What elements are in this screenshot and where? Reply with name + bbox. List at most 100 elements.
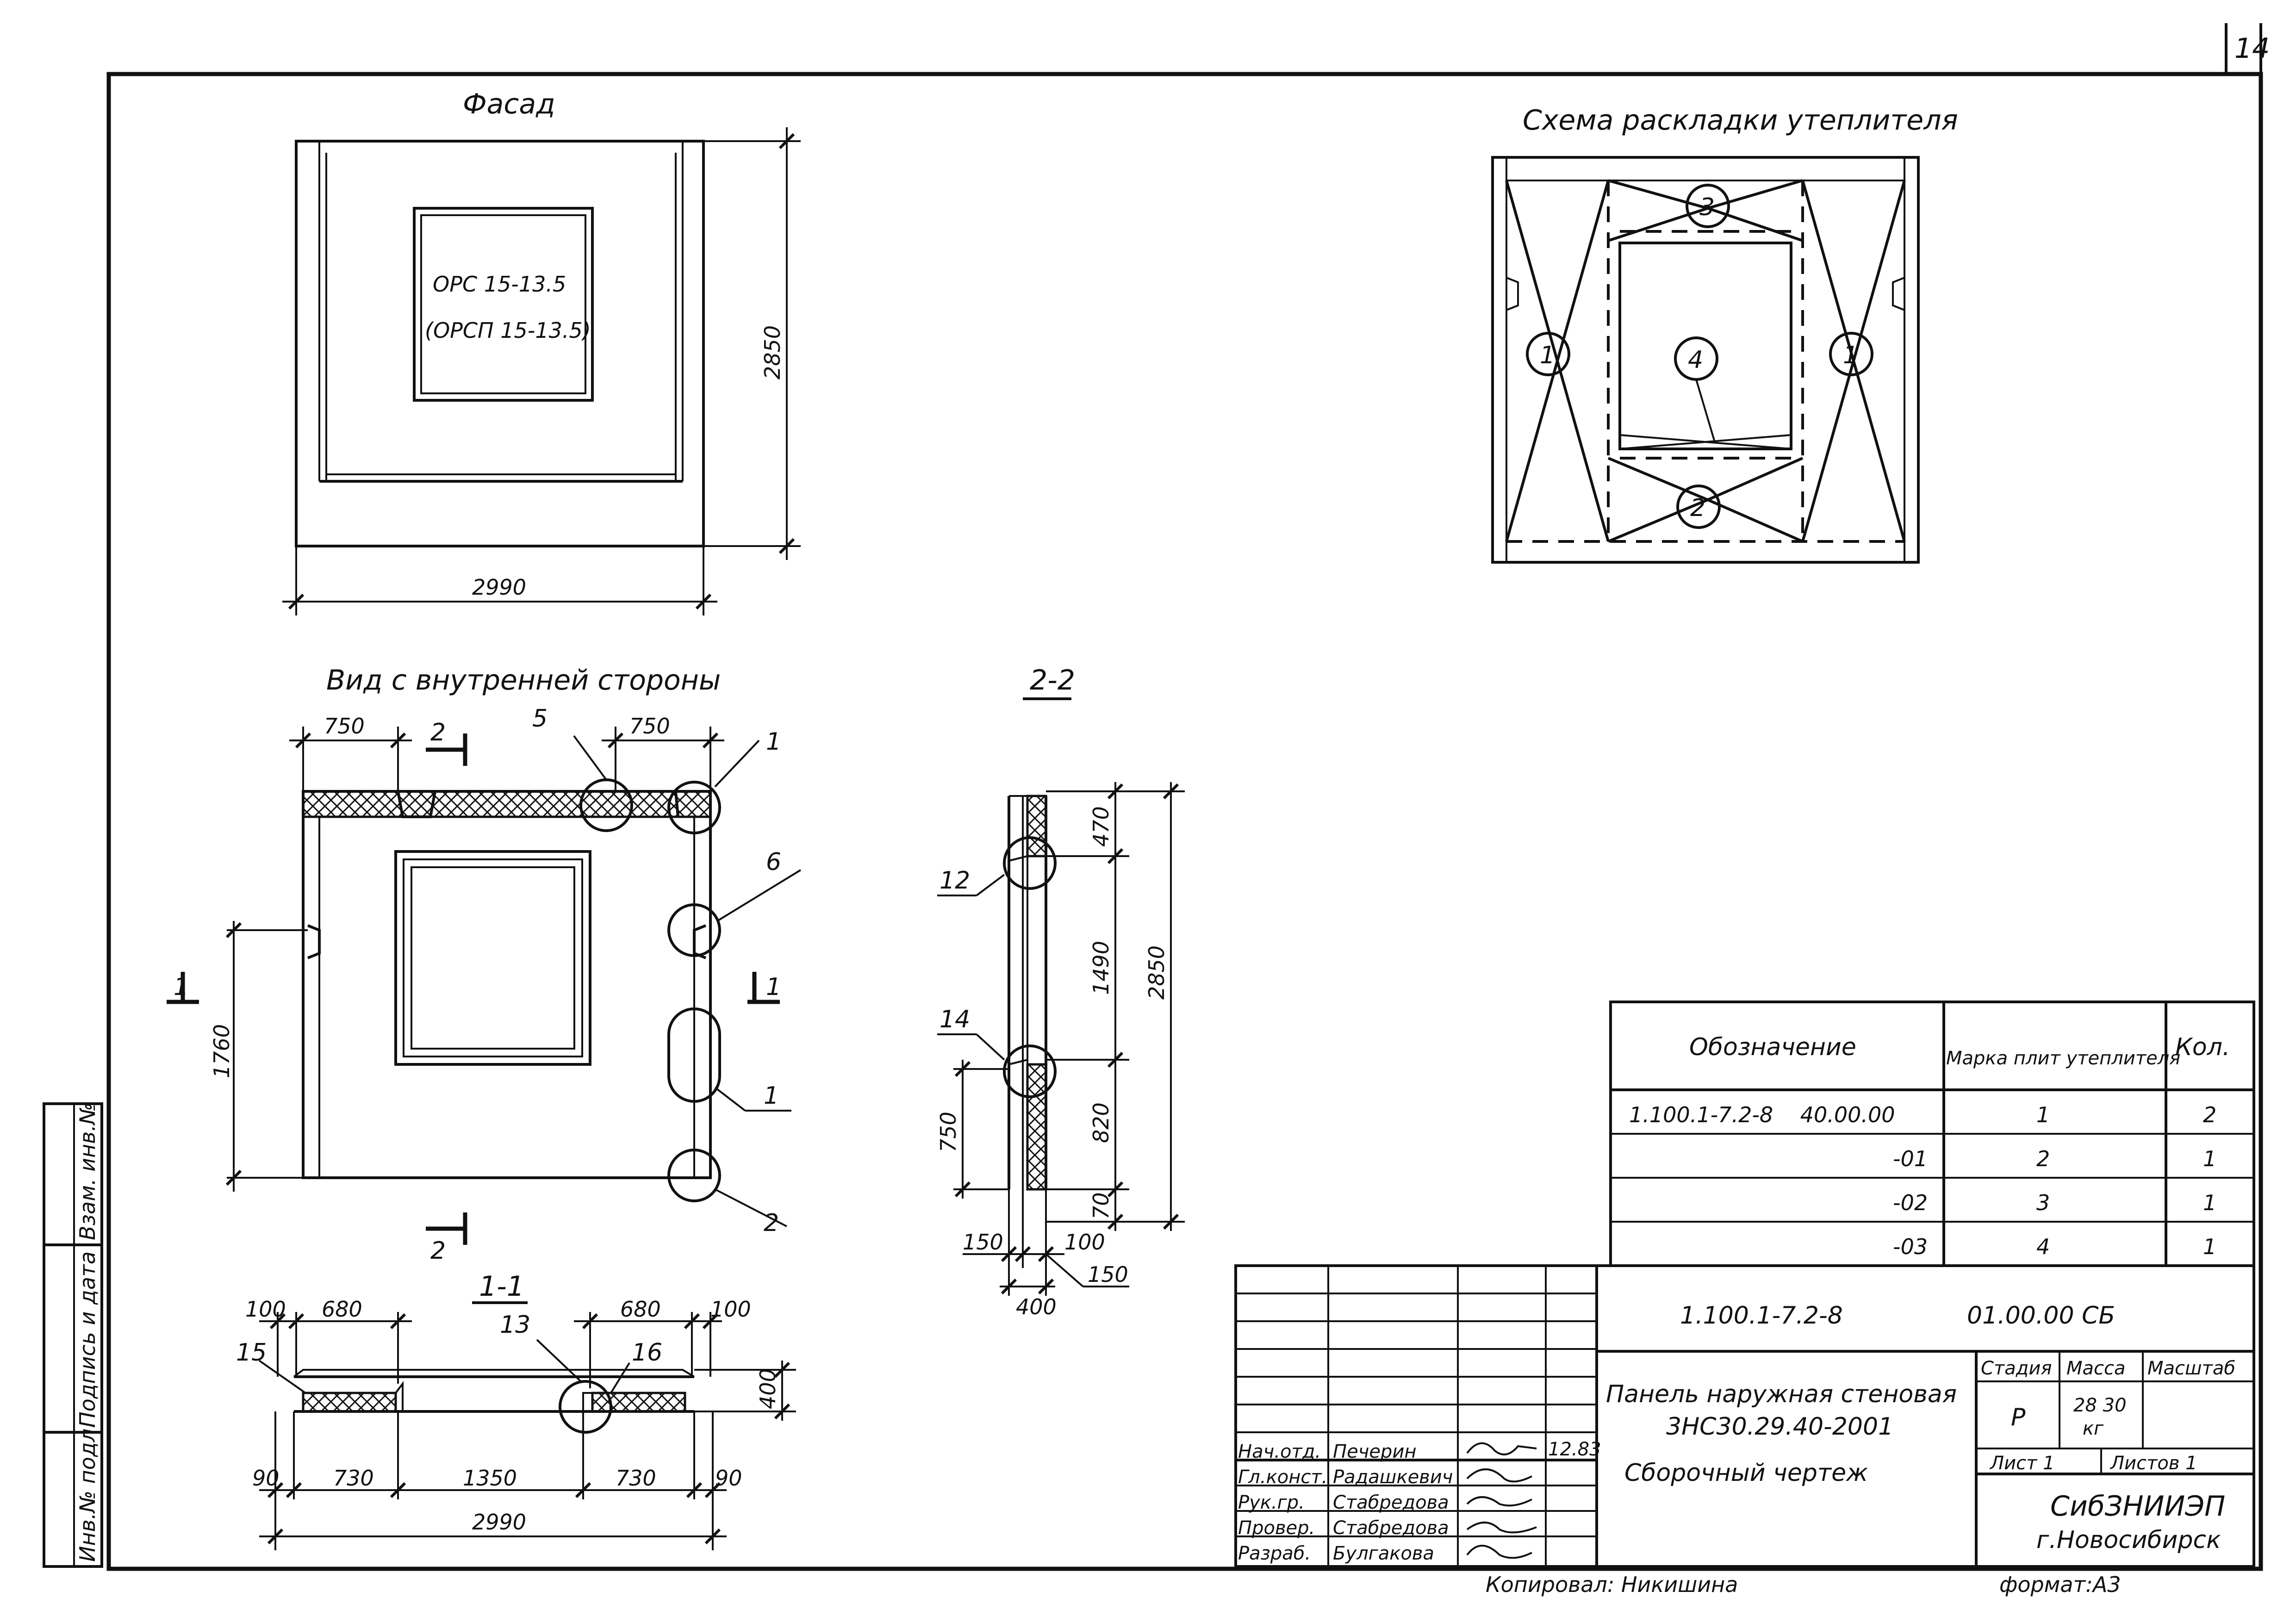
- title-role-row: Нач.отд. Печерин: [1238, 1441, 1416, 1462]
- signatures: [1466, 1442, 1537, 1559]
- sheet-format: формат:А3: [1999, 1572, 2121, 1597]
- title-stage-label: Стадия: [1981, 1358, 2052, 1379]
- section-2-2-dim-150-right: 150: [1088, 1262, 1128, 1287]
- section-1-1: 1-1 15 13 16 100 680 680 100: [236, 1270, 796, 1550]
- section-1-1-bottom-dim-90-right: 90: [715, 1466, 742, 1491]
- inside-callout-2: 2: [764, 1209, 779, 1237]
- copied-by: Копировал: Никишина: [1486, 1572, 1738, 1597]
- title-name-1: Панель наружная стеновая: [1606, 1380, 1957, 1408]
- title-role: Рук.гр.: [1238, 1492, 1305, 1513]
- facade-title: Фасад: [463, 88, 555, 120]
- title-name-3: Сборочный чертеж: [1624, 1459, 1868, 1487]
- inside-callout-circle-6: [667, 903, 721, 957]
- title-date: 12.83: [1548, 1439, 1601, 1460]
- inside-view-title: Вид с внутренней стороны: [326, 664, 721, 696]
- inside-callout-1a: 1: [766, 728, 781, 756]
- inside-callout-1b: 1: [764, 1082, 779, 1110]
- spec-header-mark: Марка плит утеплителя: [1946, 1048, 2180, 1069]
- sheet-number: 14: [2234, 32, 2270, 65]
- title-doc: 01.00.00 СБ: [1967, 1302, 2115, 1330]
- title-org-1: СибЗНИИЭП: [2050, 1490, 2225, 1523]
- inside-dim-left-top: 750: [324, 714, 365, 739]
- section-mark-2-bottom: 2: [430, 1237, 446, 1265]
- section-1-1-top-dim-680-right: 680: [620, 1297, 661, 1322]
- insulation-number-1-right: 1: [1843, 342, 1858, 369]
- section-1-1-bottom-dim-730-right: 730: [616, 1466, 656, 1491]
- title-role-row: Провер. Стабредова: [1238, 1517, 1449, 1539]
- inside-view: Вид с внутренней стороны 5 1 6 1 2: [167, 664, 802, 1265]
- title-role-row: Разраб. Булгакова: [1238, 1543, 1434, 1564]
- title-role-name: Булгакова: [1333, 1543, 1434, 1564]
- section-1-1-top-dim-100-left: 100: [245, 1297, 286, 1322]
- title-role-name: Стабредова: [1333, 1492, 1449, 1513]
- title-role: Нач.отд.: [1238, 1441, 1321, 1462]
- side-stamp: Инв.№ подл. Подпись и дата Взам. инв.№: [43, 1102, 103, 1568]
- section-2-2-callout-12: 12: [940, 867, 970, 895]
- title-org-2: г.Новосибирск: [2036, 1526, 2221, 1554]
- insulation-number-3: 3: [1699, 193, 1715, 221]
- section-2-2: 2-2 12 14 470 1490 2850 82: [936, 664, 1185, 1319]
- section-mark-1-left: 1: [174, 973, 189, 1001]
- section-1-1-callout-15: 15: [236, 1339, 267, 1367]
- spec-row-mark: 4: [2036, 1234, 2050, 1259]
- section-1-1-bottom-dim-730-left: 730: [333, 1466, 374, 1491]
- title-scale-label: Масштаб: [2147, 1358, 2235, 1379]
- title-role-row: Гл.конст. Радашкевич: [1238, 1467, 1453, 1488]
- insulation-circle-3: [1686, 184, 1730, 228]
- inside-callout-oval-1: [667, 1007, 721, 1103]
- side-stamp-replace: Взам. инв.№: [75, 1102, 100, 1240]
- section-1-1-top-dim-680-left: 680: [322, 1297, 362, 1322]
- facade-window-label-1: ОРС 15-13.5: [433, 272, 566, 297]
- title-code: 1.100.1-7.2-8: [1680, 1302, 1843, 1330]
- spec-row-mark: 1: [2036, 1102, 2050, 1127]
- title-mass-2: кг: [2083, 1418, 2104, 1439]
- spec-row: -01 2 1: [1893, 1146, 2216, 1171]
- facade-width-dim: 2990: [472, 575, 526, 600]
- inside-callout-circle-1: [667, 781, 721, 834]
- section-1-1-callout-circle-13: [559, 1380, 612, 1434]
- section-2-2-dim-100: 100: [1064, 1230, 1105, 1255]
- section-2-2-dim-470: 470: [1089, 806, 1114, 847]
- spec-row-designation: -03: [1893, 1234, 1928, 1259]
- section-2-2-dim-150-left: 150: [963, 1230, 1003, 1255]
- section-2-2-dim-750: 750: [936, 1112, 961, 1152]
- section-2-2-dim-820: 820: [1089, 1102, 1114, 1143]
- title-role: Разраб.: [1238, 1543, 1311, 1564]
- inside-dim-right-top: 750: [629, 714, 670, 739]
- section-2-2-dim-70: 70: [1089, 1192, 1114, 1219]
- spec-row: -02 3 1: [1893, 1190, 2216, 1215]
- spec-row-qty: 2: [2203, 1102, 2216, 1127]
- insulation-number-4: 4: [1688, 346, 1703, 374]
- title-block: 1.100.1-7.2-8 01.00.00 СБ Панель наружна…: [1234, 1264, 2255, 1568]
- section-mark-1-right: 1: [766, 973, 781, 1001]
- title-mass-1: 28 30: [2073, 1395, 2127, 1416]
- section-1-1-callout-16: 16: [632, 1339, 662, 1367]
- insulation-circle-2: [1676, 485, 1721, 529]
- spec-row-designation: 1.100.1-7.2-8 40.00.00: [1629, 1102, 1895, 1127]
- inside-dim-left-side: 1760: [209, 1024, 234, 1078]
- spec-header-qty: Кол.: [2175, 1033, 2230, 1061]
- title-sheet: Лист 1: [1989, 1453, 2055, 1474]
- insulation-number-1-left: 1: [1540, 342, 1555, 369]
- insulation-title: Схема раскладки утеплителя: [1523, 104, 1958, 137]
- spec-table: Обозначение Марка плит утеплителя Кол. 1…: [1609, 1001, 2255, 1267]
- section-2-2-title: 2-2: [1030, 664, 1075, 696]
- spec-row-mark: 3: [2036, 1190, 2050, 1215]
- section-1-1-total-dim: 2990: [472, 1510, 526, 1535]
- title-stage: Р: [2011, 1404, 2026, 1431]
- spec-row-mark: 2: [2036, 1146, 2050, 1171]
- spec-row-qty: 1: [2203, 1190, 2216, 1215]
- side-stamp-inv: Инв.№ подл.: [75, 1422, 100, 1562]
- section-2-2-callout-14: 14: [940, 1006, 970, 1033]
- title-name-2: 3НС30.29.40-2001: [1666, 1413, 1893, 1441]
- section-2-2-callout-circle-12: [1003, 836, 1057, 890]
- section-1-1-height-dim: 400: [755, 1368, 780, 1409]
- spec-row: -03 4 1: [1893, 1234, 2216, 1259]
- title-role: Гл.конст.: [1238, 1467, 1327, 1488]
- spec-header-designation: Обозначение: [1689, 1033, 1856, 1061]
- spec-row-designation: -01: [1893, 1146, 1928, 1171]
- title-mass-label: Масса: [2066, 1358, 2126, 1379]
- section-1-1-top-dim-100-right: 100: [710, 1297, 751, 1322]
- title-role-name: Печерин: [1333, 1441, 1416, 1462]
